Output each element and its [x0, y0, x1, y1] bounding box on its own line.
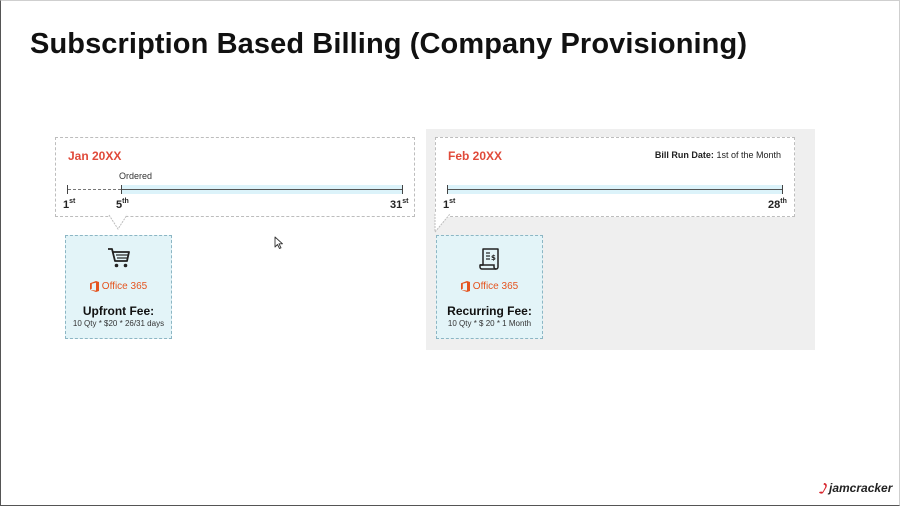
upfront-fee-card: Office 365 Upfront Fee: 10 Qty * $20 * 2… — [65, 235, 172, 339]
jamcracker-wordmark: jamcracker — [829, 481, 893, 495]
feb-timeline-card: Feb 20XX Bill Run Date: 1st of the Month… — [435, 137, 795, 217]
jan-day-1-label: 1st — [63, 198, 76, 211]
office-logo-icon — [460, 281, 470, 292]
mouse-pointer-icon — [274, 236, 283, 249]
feb-day-1-label: 1st — [443, 198, 456, 211]
shopping-cart-icon — [107, 248, 130, 268]
jan-callout-pointer — [108, 214, 128, 230]
jan-timeline-card: Jan 20XX Ordered 1st 5th 31st — [55, 137, 415, 217]
jan-tick-5 — [121, 185, 122, 194]
jan-inactive-line — [68, 189, 121, 190]
svg-text:$: $ — [491, 254, 496, 262]
jan-day-5-label: 5th — [116, 198, 129, 211]
feb-tick-28 — [782, 185, 783, 194]
feb-month-label: Feb 20XX — [448, 149, 503, 163]
jamcracker-logo: jamcracker — [818, 481, 892, 495]
ordered-label: Ordered — [119, 171, 153, 181]
feb-callout-pointer — [434, 214, 451, 234]
office-logo-icon — [89, 281, 99, 292]
invoice-scroll-icon: $ — [478, 248, 499, 270]
office365-label: Office 365 — [472, 281, 519, 292]
jamcracker-mark-icon — [819, 483, 827, 494]
upfront-fee-title: Upfront Fee: — [82, 304, 155, 318]
jan-day-31-label: 31st — [390, 198, 409, 211]
jan-tick-1 — [67, 185, 68, 194]
feb-day-28-label: 28th — [768, 198, 787, 211]
recurring-fee-title: Recurring Fee: — [447, 304, 532, 318]
office365-label: Office 365 — [101, 281, 148, 292]
feb-active-line — [447, 189, 782, 190]
bill-run-date-label: Bill Run Date: 1st of the Month — [654, 150, 781, 160]
jan-tick-31 — [402, 185, 403, 194]
upfront-fee-formula: 10 Qty * $20 * 26/31 days — [72, 319, 165, 328]
jan-month-label: Jan 20XX — [68, 149, 122, 163]
slide-title: Subscription Based Billing (Company Prov… — [30, 28, 748, 60]
office365-product: Office 365 — [66, 281, 171, 292]
feb-tick-1 — [447, 185, 448, 194]
recurring-fee-card: $ Office 365 Recurring Fee: 10 Qty * $ 2… — [436, 235, 543, 339]
jan-active-line — [121, 189, 403, 190]
recurring-fee-formula: 10 Qty * $ 20 * 1 Month — [447, 319, 532, 328]
office365-product: Office 365 — [437, 281, 542, 292]
